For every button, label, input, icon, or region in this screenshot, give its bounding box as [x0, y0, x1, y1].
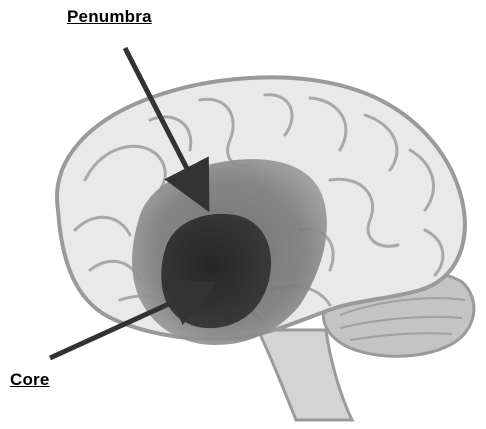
penumbra-label: Penumbra [67, 7, 152, 27]
core-label: Core [10, 370, 50, 390]
brain-stem [258, 330, 352, 420]
